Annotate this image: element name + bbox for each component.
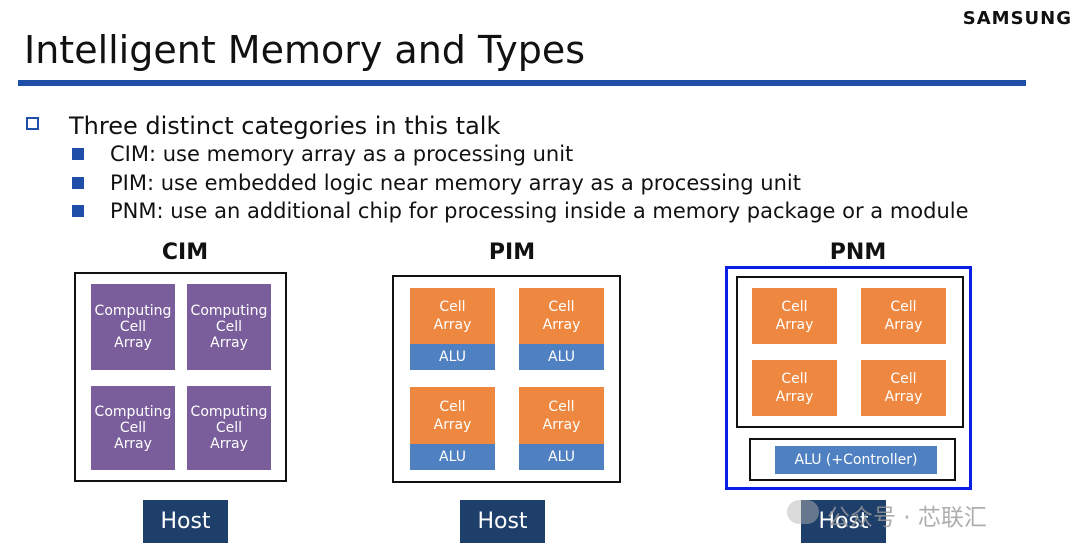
cell-label: Cell [781,371,808,387]
computing-cell-array: Computing Cell Array [91,386,175,470]
cell-label: Array [542,317,581,333]
cell-array: Cell Array [410,387,495,444]
computing-cell-array: Computing Cell Array [187,284,271,370]
cell-label: Array [775,389,814,405]
alu-controller-block: ALU (+Controller) [775,446,937,474]
cell-label: Array [210,335,248,351]
computing-cell-array: Computing Cell Array [187,386,271,470]
cell-array: Cell Array [861,360,946,416]
cell-label: Cell [215,319,243,335]
cell-label: Array [884,317,923,333]
alu-block: ALU [519,344,604,370]
cell-label: Cell [439,299,466,315]
cell-array: Cell Array [410,288,495,344]
cell-label: Array [114,436,152,452]
cim-title: CIM [161,240,209,265]
title-rule [18,80,1026,86]
cell-label: Computing [94,303,172,319]
square-bullet-icon [72,148,84,160]
cell-label: Array [542,416,581,433]
cell-label: Array [114,335,152,351]
cell-label: Array [775,317,814,333]
cell-array: Cell Array [519,288,604,344]
alu-block: ALU [519,444,604,470]
cell-array: Cell Array [519,387,604,444]
cell-array: Cell Array [861,288,946,344]
cell-array: Cell Array [752,288,837,344]
cell-label: Cell [119,420,147,436]
cell-label: Array [210,436,248,452]
pim-title: PIM [488,240,536,265]
cell-label: Cell [548,398,575,415]
wechat-icon [787,500,819,524]
cell-label: Cell [439,398,466,415]
samsung-logo: SAMSUNG [962,8,1072,29]
cell-label: Cell [781,299,808,315]
cell-array: Cell Array [752,360,837,416]
cim-host-box: Host [143,500,228,543]
slide-title: Intelligent Memory and Types [24,28,586,72]
bullet-text: CIM: use memory array as a processing un… [110,142,574,166]
cell-label: Computing [190,303,268,319]
cell-label: Cell [215,420,243,436]
hollow-square-bullet-icon [26,117,39,130]
bullet-text: PNM: use an additional chip for processi… [110,199,969,223]
bullet-main-text: Three distinct categories in this talk [69,112,501,140]
cell-label: Computing [190,404,268,420]
cell-label: Cell [548,299,575,315]
alu-block: ALU [410,344,495,370]
cell-label: Array [884,389,923,405]
pim-host-box: Host [460,500,545,543]
cell-label: Array [433,317,472,333]
pnm-title: PNM [829,240,887,265]
cell-label: Array [433,416,472,433]
computing-cell-array: Computing Cell Array [91,284,175,370]
bullet-text: PIM: use embedded logic near memory arra… [110,171,801,195]
cell-label: Cell [119,319,147,335]
square-bullet-icon [72,205,84,217]
pnm-host-box: Host [801,500,886,543]
alu-block: ALU [410,444,495,470]
square-bullet-icon [72,177,84,189]
cell-label: Cell [890,371,917,387]
cell-label: Cell [890,299,917,315]
watermark-text: 公众号 · 芯联汇 [827,505,987,531]
cell-label: Computing [94,404,172,420]
